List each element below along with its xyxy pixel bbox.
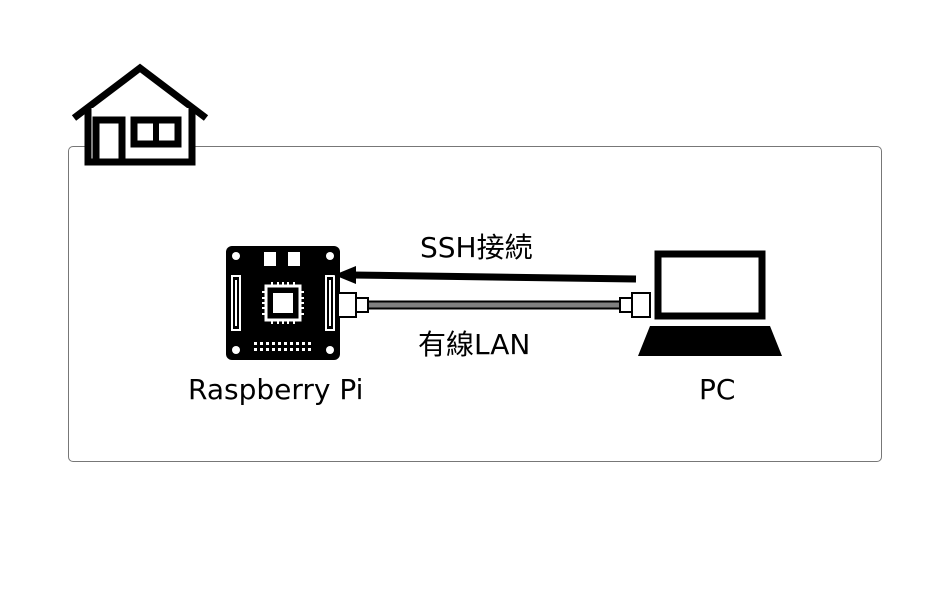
laptop-icon [638,250,782,356]
house-icon [71,63,209,166]
wired-lan-label: 有線LAN [418,328,531,361]
ethernet-connector-left [337,292,369,318]
raspberry-pi-label: Raspberry Pi [188,373,364,406]
raspberry-pi-board-icon [226,246,340,360]
ethernet-connector-right [619,292,651,318]
arrow-left-icon [334,266,637,284]
pc-label: PC [699,373,736,406]
ssh-connection-label: SSH接続 [420,231,533,264]
